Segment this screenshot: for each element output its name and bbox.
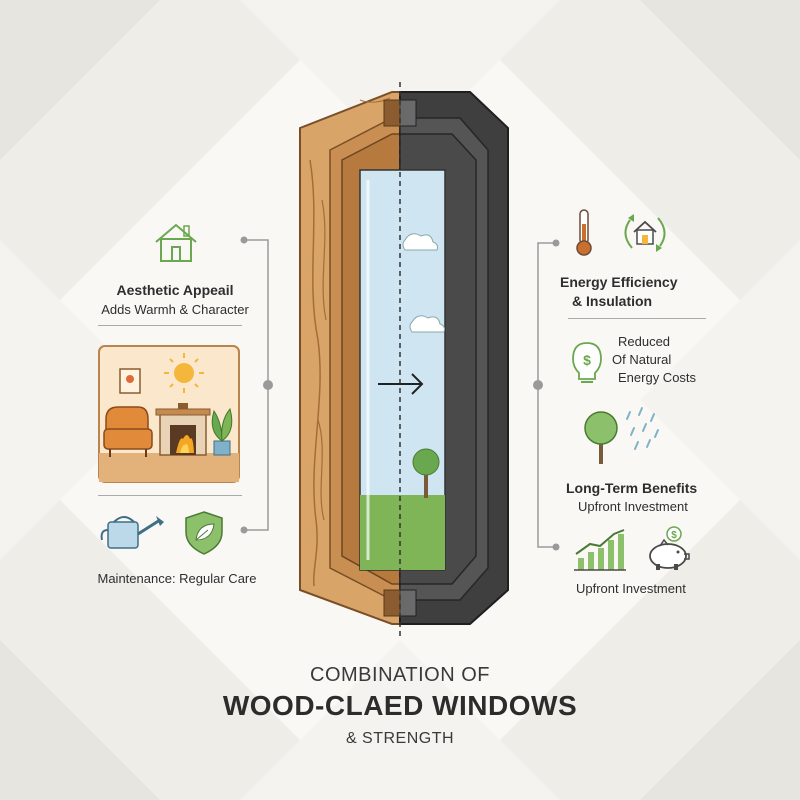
thermometer-icon xyxy=(576,209,592,256)
tree-in-window xyxy=(412,448,440,498)
fireplace xyxy=(155,403,211,456)
watering-can-icon xyxy=(100,516,164,549)
energy-title-1: Energy Efficiency xyxy=(560,274,678,290)
leaf-shield-icon xyxy=(185,511,223,555)
dollar-bulb-icon: $ xyxy=(572,342,602,383)
sun-icon xyxy=(164,353,204,393)
energy-title-2: & Insulation xyxy=(572,293,653,309)
title-line-1: COMBINATION OF xyxy=(310,664,490,686)
window-cross-section xyxy=(299,82,509,636)
maintenance-label: Maintenance: Regular Care xyxy=(97,571,257,586)
divider xyxy=(98,495,242,496)
longterm-subtitle: Upfront Investment xyxy=(578,499,688,514)
plant xyxy=(211,407,233,456)
reduced-line-2: Of Natural xyxy=(612,352,672,367)
upfront-label: Upfront Investment xyxy=(576,581,686,596)
title-line-3: & STRENGTH xyxy=(345,730,455,747)
glass-pane xyxy=(359,169,446,571)
tree-rain-icon xyxy=(584,407,659,464)
svg-text:$: $ xyxy=(671,530,677,541)
divider xyxy=(98,325,242,326)
longterm-title: Long-Term Benefits xyxy=(566,480,698,496)
divider xyxy=(568,318,706,319)
piggy-bank-icon: $ xyxy=(649,526,690,570)
growth-chart-icon xyxy=(574,529,626,571)
reduced-line-3: Energy Costs xyxy=(618,370,697,385)
reduced-line-1: Reduced xyxy=(618,334,671,349)
aesthetic-title: Aesthetic Appeail xyxy=(116,282,234,298)
left-connector xyxy=(240,236,273,534)
eco-house-icon xyxy=(624,214,666,252)
aesthetic-subtitle: Adds Warmh & Character xyxy=(101,302,249,317)
svg-text:$: $ xyxy=(583,352,591,368)
living-room-illustration xyxy=(98,345,240,483)
house-icon xyxy=(155,223,197,262)
title-line-2: WOOD-CLAED WINDOWS xyxy=(222,690,578,721)
arrow-right-icon xyxy=(378,373,424,395)
right-connector xyxy=(533,239,560,551)
armchair xyxy=(103,406,153,457)
